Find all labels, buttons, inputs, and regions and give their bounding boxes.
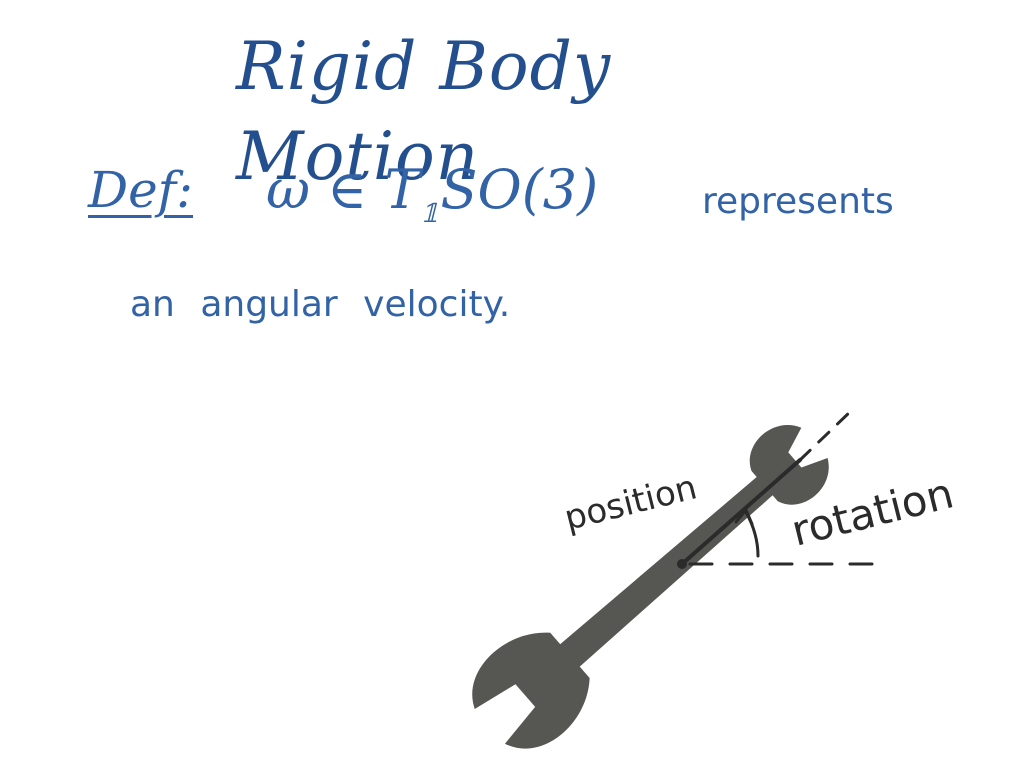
rotation-arc [744,510,760,558]
position-label: position [561,467,701,538]
wrench-icon [472,425,829,749]
math-group: SO(3) [440,158,599,221]
definition-line: Def: ω ∈ T𝟙SO(3) represents [88,150,948,240]
math-subscript: 𝟙 [420,199,439,229]
definition-math: ω ∈ T𝟙SO(3) [266,160,598,244]
definition-text: represents [702,181,894,222]
wrench-handle [551,470,781,675]
math-prefix: ω ∈ T [266,158,421,221]
rotation-arrowhead [734,508,754,526]
definition-text-line2: an angular velocity. [130,284,511,325]
definition-label: Def: [88,161,194,219]
orientation-line [680,458,802,566]
position-dot [677,559,687,569]
axis-dashed-line [798,408,854,462]
page-title: Rigid Body Motion [236,28,612,195]
wrench-large-head [472,632,590,749]
